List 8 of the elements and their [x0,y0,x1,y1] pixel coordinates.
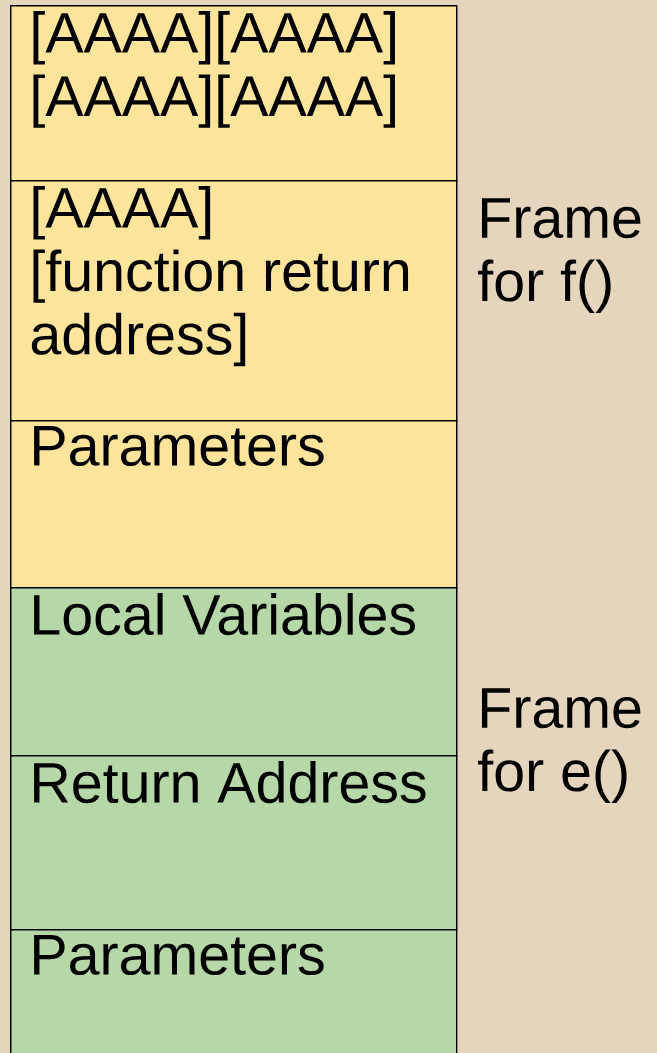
stack-slot: Parameters [10,929,458,1053]
stack-slot: [AAAA] [function return address] [10,180,458,422]
frame-label: Frame for e() [478,688,641,803]
frame-label: Frame for f() [478,198,641,313]
stack-slot: Return Address [10,755,458,931]
stack-slot: Local Variables [10,587,458,757]
stack-slot: Parameters [10,420,458,589]
stack-slot: [AAAA][AAAA] [AAAA][AAAA] [10,5,458,182]
